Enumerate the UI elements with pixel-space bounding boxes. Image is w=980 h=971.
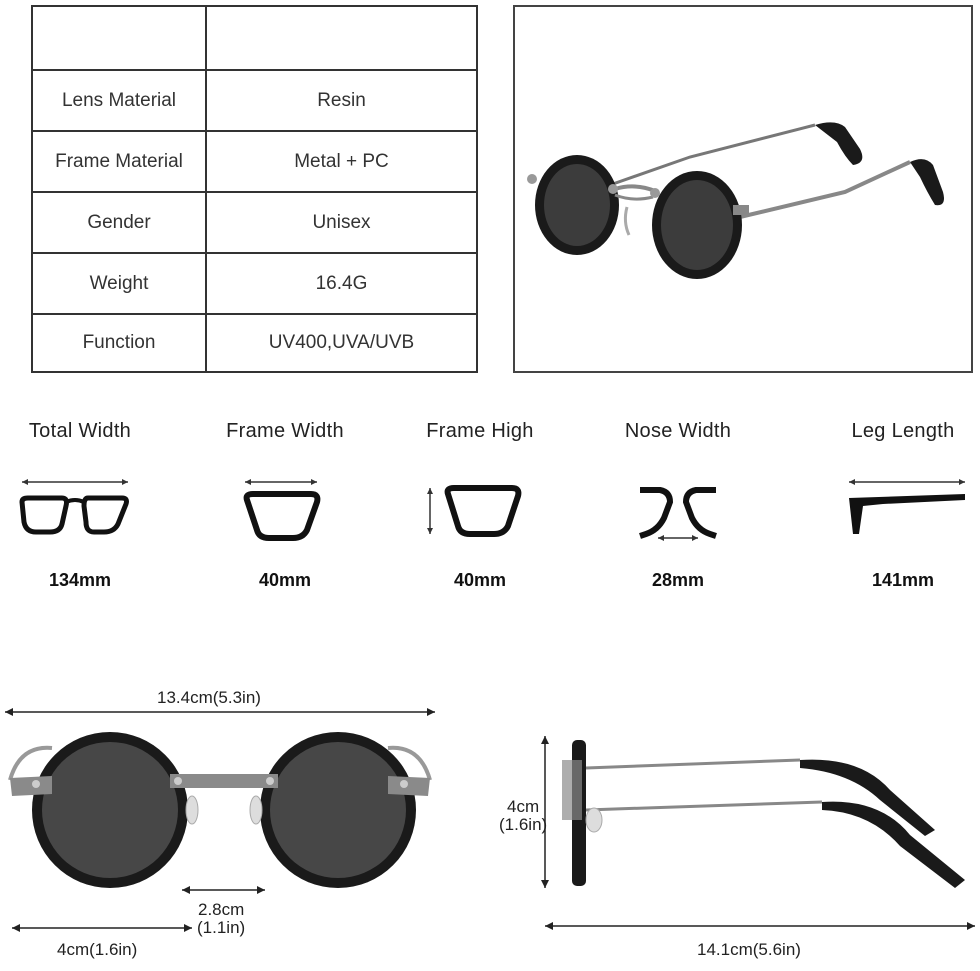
leg-length-icon bbox=[849, 479, 965, 534]
nose-width-dimension-line1: 2.8cm bbox=[198, 900, 245, 919]
dimension-drawings bbox=[5, 708, 975, 932]
spec-value: 16.4G bbox=[205, 254, 476, 313]
measure-value: 28mm bbox=[651, 570, 705, 590]
measure-title: Frame High bbox=[426, 420, 534, 442]
measure-value: 134mm bbox=[48, 570, 112, 590]
spec-label bbox=[33, 7, 205, 69]
height-dimension-line1: 4cm bbox=[507, 797, 540, 816]
frame-width-icon bbox=[243, 479, 321, 541]
nose-width-icon bbox=[639, 487, 717, 541]
spec-value: Resin bbox=[205, 71, 476, 130]
total-width-icon bbox=[19, 479, 129, 535]
total-width-dimension: 13.4cm(5.3in) bbox=[157, 688, 261, 707]
measure-title: Frame Width bbox=[226, 420, 344, 442]
spec-row-header bbox=[33, 7, 476, 69]
spec-row-lens-material: Lens Material Resin bbox=[33, 69, 476, 130]
spec-row-function: Function UV400,UVA/UVB bbox=[33, 313, 476, 371]
spec-label: Frame Material bbox=[55, 150, 183, 172]
measure-title: Total Width bbox=[28, 420, 132, 442]
height-dimension-line2: (1.6in) bbox=[499, 815, 548, 834]
spec-label: Function bbox=[82, 332, 156, 353]
temple-length-dimension: 14.1cm(5.6in) bbox=[697, 940, 801, 959]
nose-width-dimension-line2: (1.1in) bbox=[197, 918, 246, 937]
measure-frame-high: Frame High 40mm bbox=[400, 420, 560, 590]
spec-table: Lens Material Resin Frame Material Metal… bbox=[31, 5, 478, 373]
measure-title: Leg Length bbox=[851, 420, 955, 442]
measure-title: Nose Width bbox=[624, 420, 732, 442]
spec-label: Gender bbox=[87, 211, 151, 233]
product-photo bbox=[513, 5, 973, 373]
spec-row-weight: Weight 16.4G bbox=[33, 252, 476, 313]
spec-value: Unisex bbox=[205, 193, 476, 252]
spec-value bbox=[205, 7, 476, 69]
frame-high-icon bbox=[427, 485, 522, 537]
lens-width-dimension: 4cm(1.6in) bbox=[57, 940, 138, 959]
spec-row-frame-material: Frame Material Metal + PC bbox=[33, 130, 476, 191]
spec-row-gender: Gender Unisex bbox=[33, 191, 476, 252]
measure-value: 40mm bbox=[453, 570, 507, 590]
measure-leg-length: Leg Length 141mm bbox=[823, 420, 980, 590]
measure-value: 40mm bbox=[258, 570, 312, 590]
sunglasses-angled-icon bbox=[527, 122, 944, 279]
spec-label: Weight bbox=[89, 272, 149, 294]
measure-nose-width: Nose Width 28mm bbox=[598, 420, 758, 590]
measure-value: 141mm bbox=[871, 570, 935, 590]
measure-total-width: Total Width 134mm bbox=[0, 420, 160, 590]
measure-frame-width: Frame Width 40mm bbox=[205, 420, 365, 590]
spec-label: Lens Material bbox=[61, 89, 177, 111]
spec-value: Metal + PC bbox=[205, 132, 476, 191]
spec-value: UV400,UVA/UVB bbox=[205, 315, 476, 371]
